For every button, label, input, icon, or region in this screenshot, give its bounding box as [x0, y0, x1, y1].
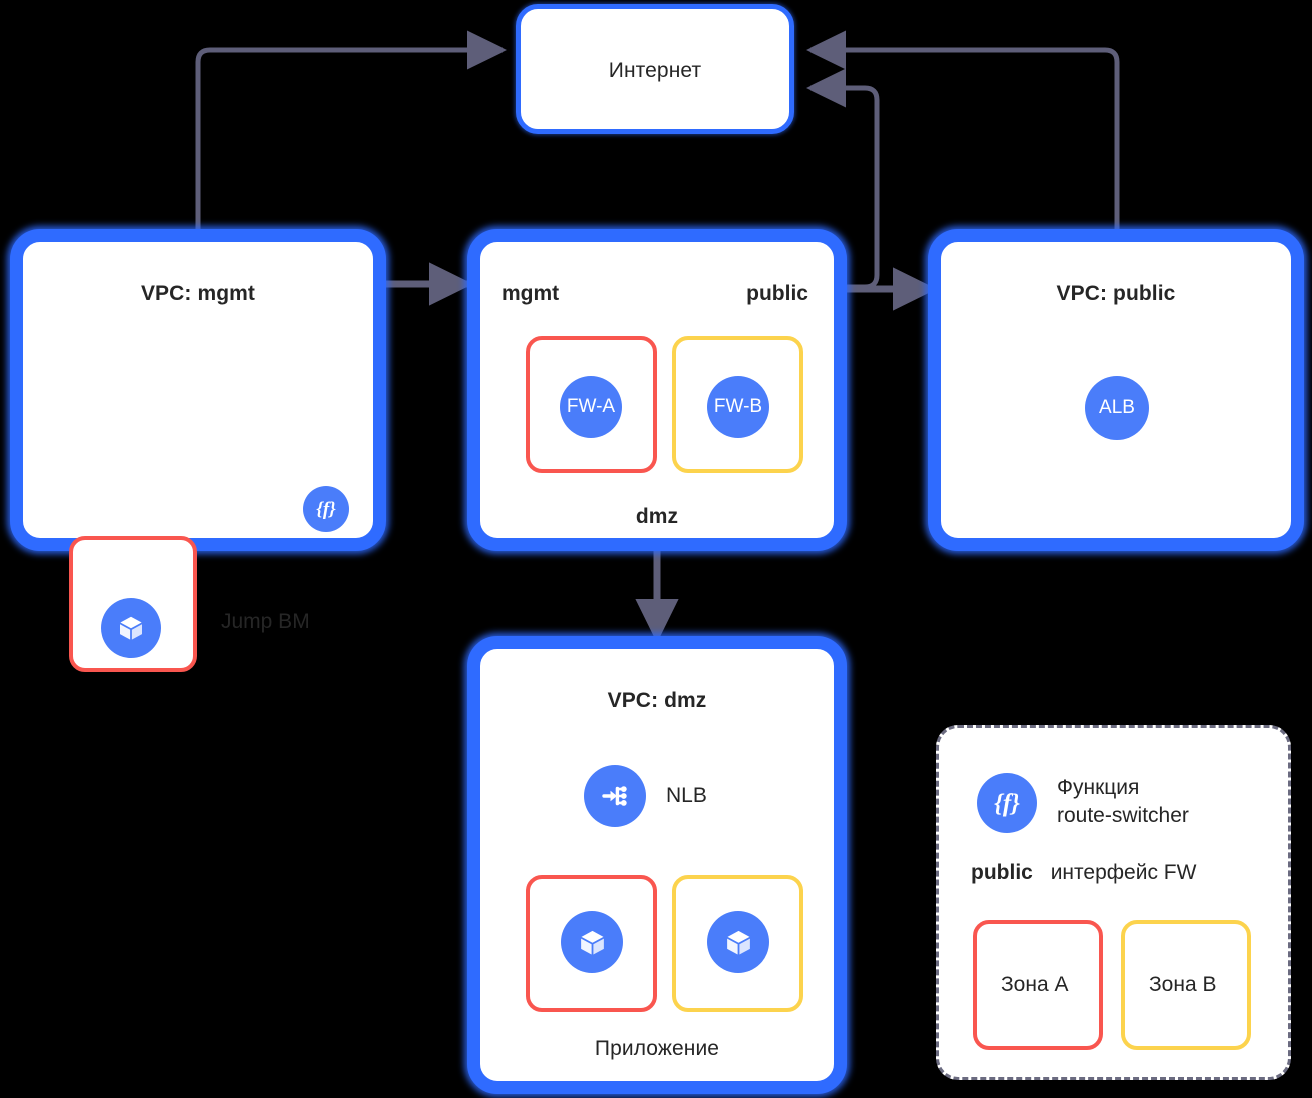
connector-public-internet [805, 30, 1137, 268]
fw-b-label: FW-B [713, 396, 763, 417]
legend-zone-a-label: Зона A [1001, 973, 1069, 996]
fw-b-node[interactable]: FW-B [707, 376, 769, 438]
vpc-public-title: VPC: public [1056, 282, 1176, 305]
legend-function-label: Функция route-switcher [1057, 776, 1189, 827]
internet-box[interactable]: Интернет [516, 4, 794, 134]
jump-bm-label: Jump BM [221, 610, 310, 633]
alb-label: ALB [1099, 397, 1135, 418]
legend-zone-b-label: Зона B [1149, 973, 1217, 996]
vpc-dmz-title: VPC: dmz [607, 689, 707, 712]
fw-a-node[interactable]: FW-A [560, 376, 622, 438]
legend-box: {f} Функция route-switcher public интерф… [936, 725, 1291, 1080]
legend-interface-rest: интерфейс FW [1050, 861, 1197, 884]
connector-mgmt-internet [178, 30, 508, 268]
legend-interface-bold: public [971, 861, 1033, 884]
cube-icon[interactable] [101, 598, 161, 658]
vpc-mgmt-box[interactable]: VPC: mgmt {f} Jump BM [10, 229, 386, 672]
legend-zone-b-card [1121, 920, 1251, 1050]
svg-text:{f}: {f} [316, 499, 336, 520]
load-balancer-icon[interactable] [584, 765, 646, 827]
legend-zone-a-card [973, 920, 1103, 1050]
svg-text:{f}: {f} [994, 790, 1020, 817]
app-label: Приложение [594, 1037, 720, 1060]
firewall-label-mgmt: mgmt [502, 282, 560, 305]
firewall-vpc-box[interactable]: mgmt public FW-A FW-B dmz [467, 229, 847, 551]
cube-icon[interactable] [561, 911, 623, 973]
cube-icon[interactable] [707, 911, 769, 973]
fw-a-label: FW-A [566, 396, 616, 417]
firewall-label-public: public [746, 282, 808, 305]
internet-label: Интернет [608, 59, 702, 82]
function-braces-icon: {f} [977, 773, 1037, 833]
vpc-public-box[interactable]: VPC: public ALB [928, 229, 1304, 551]
firewall-label-dmz: dmz [635, 505, 679, 528]
vpc-mgmt-title: VPC: mgmt [140, 282, 256, 305]
vpc-dmz-box[interactable]: VPC: dmz NLB [467, 636, 847, 1094]
alb-node[interactable]: ALB [1085, 376, 1149, 440]
nlb-label: NLB [666, 784, 707, 807]
legend-interface-row: public интерфейс FW [971, 859, 1196, 887]
function-braces-icon[interactable]: {f} [303, 486, 349, 532]
